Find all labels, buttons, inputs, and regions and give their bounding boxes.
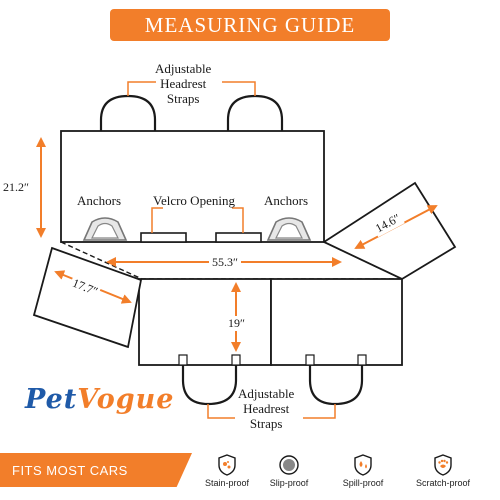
anchors-left-label: Anchors [77, 193, 122, 208]
feature-label-stain: Stain-proof [204, 478, 250, 488]
feature-stain-proof: Stain-proof [198, 453, 256, 488]
anchors-right-label: Anchors [264, 193, 309, 208]
feature-label-spill: Spill-proof [342, 478, 384, 488]
height-back-dimension: 21.2″ [3, 180, 29, 194]
velcro-strips [140, 232, 262, 243]
top-straps-bracket [127, 81, 256, 96]
bottom-straps-bracket [207, 404, 336, 419]
fits-most-cars-tag: FITS MOST CARS [0, 453, 192, 487]
feature-label-scratch: Scratch-proof [415, 478, 471, 488]
top-straps-label: Adjustable Headrest Straps [155, 61, 211, 106]
width-total-dimension: 55.3″ [209, 255, 241, 270]
fits-most-cars-text: FITS MOST CARS [12, 462, 128, 478]
velcro-bracket [151, 207, 244, 233]
feature-spill-proof: Spill-proof [334, 453, 392, 488]
page-title: MEASURING GUIDE [144, 12, 356, 37]
brand-logo: PetVogue [25, 384, 174, 415]
brand-part2: Vogue [77, 384, 175, 415]
brand-part1: Pet [25, 384, 78, 415]
seat-panel-right [270, 278, 403, 366]
top-straps-line3: Straps [166, 91, 200, 106]
scratch-proof-icon [434, 454, 452, 476]
slip-proof-icon [279, 455, 299, 475]
feature-label-slip: Slip-proof [269, 478, 309, 488]
seat-panel-left [138, 278, 272, 366]
anchor-left [82, 217, 128, 241]
stain-proof-icon [218, 454, 236, 476]
feature-slip-proof: Slip-proof [260, 453, 318, 488]
anchor-right [266, 217, 312, 241]
bottom-straps-label: Adjustable Headrest Straps [238, 386, 294, 431]
seat-depth-dimension: 19″ [226, 316, 247, 331]
bottom-straps-line1: Adjustable [238, 386, 295, 401]
top-straps-line1: Adjustable [155, 61, 212, 76]
title-banner: MEASURING GUIDE [110, 9, 390, 41]
top-straps-line2: Headrest [160, 76, 207, 91]
bottom-strap-buckles [178, 354, 367, 366]
velcro-opening-label: Velcro Opening [153, 193, 235, 208]
bottom-straps-line2: Headrest [243, 401, 290, 416]
feature-scratch-proof: Scratch-proof [414, 453, 472, 488]
spill-proof-icon [354, 454, 372, 476]
footer-bar: FITS MOST CARS Stain-proof Slip-proof Sp… [0, 453, 500, 500]
bottom-straps-line3: Straps [249, 416, 283, 431]
